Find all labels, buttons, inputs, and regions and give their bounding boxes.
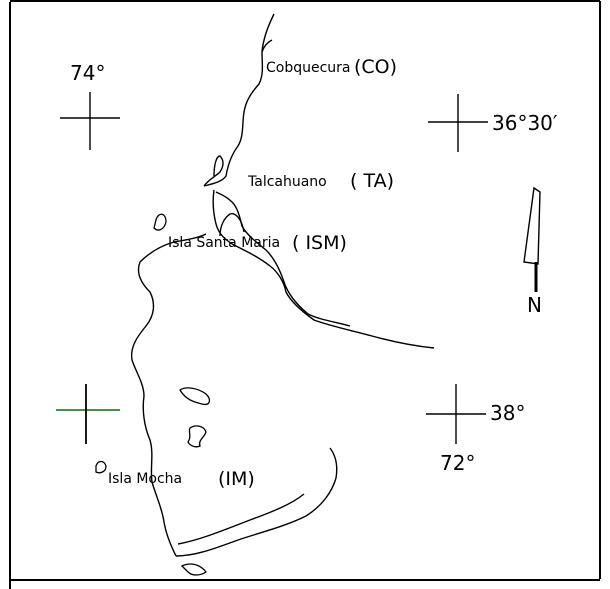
isla-mocha-shape [95, 460, 107, 474]
north-arrow-icon [523, 186, 541, 292]
graticule-cross-36-30 [428, 94, 488, 152]
lon-72-label: 72° [440, 451, 475, 475]
lon-74-label: 74° [70, 61, 105, 85]
map-border [9, 0, 601, 589]
southern-islet [180, 563, 207, 576]
coastline [130, 13, 435, 557]
islands [95, 213, 211, 576]
inland-lake-1 [179, 387, 211, 406]
isla-mocha-label: Isla Mocha [108, 471, 182, 487]
graticule-cross-38-west [56, 384, 120, 444]
inland-lake-2 [187, 425, 207, 448]
cobquecura-label: Cobquecura [266, 60, 351, 76]
lat-38-label: 38° [490, 401, 525, 425]
isla-santa-maria-label: Isla Santa Maria [168, 235, 280, 251]
graticule-cross-38-72 [426, 384, 486, 444]
isla-santa-maria-code: ( ISM) [292, 232, 347, 254]
lat-36-30-label: 36°30′ [492, 111, 558, 135]
isla-mocha-code: (IM) [218, 468, 255, 490]
talcahuano-label: Talcahuano [247, 174, 327, 190]
isla-santa-maria-shape [153, 213, 167, 231]
cobquecura-code: (CO) [354, 56, 397, 78]
north-label: N [527, 293, 542, 317]
talcahuano-code: ( TA) [350, 170, 394, 192]
graticule-cross-74 [60, 92, 120, 150]
